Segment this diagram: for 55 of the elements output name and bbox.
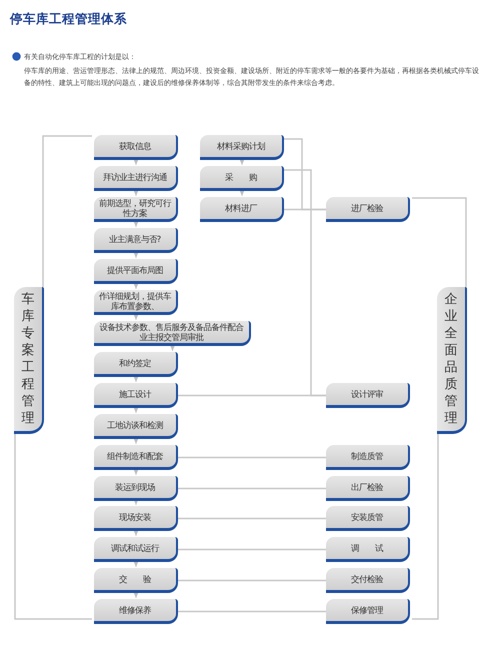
process-box: 获取信息 <box>94 135 178 160</box>
process-box: 设备技术参数、售后服务及备品备件配合业主报交管局审批 <box>94 321 251 346</box>
process-box: 作详细规划，提供车库布置参数、 <box>94 290 178 315</box>
process-box: 组件制造和配套 <box>94 445 178 470</box>
process-box: 业主满意与否? <box>94 228 178 253</box>
arrow <box>170 344 176 352</box>
process-box: 交 验 <box>94 568 178 593</box>
process-box: 保修管理 <box>326 599 410 624</box>
process-box: 安装质管 <box>326 506 410 531</box>
side-tab: 企业全面品质管理 <box>437 287 467 434</box>
connector-line <box>178 394 326 396</box>
arrow <box>239 189 245 196</box>
process-box: 工地访谈和检测 <box>94 414 178 439</box>
process-box: 交付检验 <box>326 568 410 593</box>
process-box: 进厂检验 <box>326 197 410 222</box>
process-box: 采 购 <box>200 166 284 191</box>
side-tab: 车库专案工程管理 <box>14 287 44 434</box>
process-box: 调 试 <box>326 537 410 562</box>
title: 停车库工程管理体系 <box>10 11 127 28</box>
process-box: 装运到现场 <box>94 476 178 501</box>
arrow <box>133 406 139 414</box>
process-box: 设计评审 <box>326 383 410 408</box>
arrow <box>133 158 139 166</box>
process-box: 调试和试运行 <box>94 537 178 562</box>
process-box: 施工设计 <box>94 383 178 408</box>
arrow <box>133 313 139 320</box>
arrow <box>133 498 139 506</box>
arrow <box>133 189 139 196</box>
arrow <box>133 437 139 444</box>
connector-line <box>178 456 326 458</box>
arrow <box>133 251 139 258</box>
process-box: 维修保养 <box>94 599 178 624</box>
connector-line <box>178 548 326 550</box>
connector-line <box>178 488 326 490</box>
process-box: 提供平面布局图 <box>94 259 178 284</box>
connector-line <box>178 580 326 582</box>
arrow <box>133 591 139 598</box>
arrow <box>239 158 245 166</box>
process-box: 拜访业主进行沟通 <box>94 166 178 191</box>
arrow <box>133 220 139 228</box>
process-box: 材料进厂 <box>200 197 284 222</box>
process-box: 材料采购计划 <box>200 135 284 160</box>
connector-line <box>178 610 326 612</box>
process-box: 制造质管 <box>326 445 410 470</box>
process-box: 和约签定 <box>94 352 178 377</box>
connector-line <box>284 208 326 210</box>
arrow <box>133 375 139 382</box>
arrow <box>133 468 139 476</box>
connector-line <box>178 518 326 520</box>
process-box: 前期选型，研究可行性方案 <box>94 197 178 222</box>
arrow <box>133 282 139 290</box>
arrow <box>133 560 139 568</box>
arrow <box>133 529 139 536</box>
process-box: 现场安装 <box>94 506 178 531</box>
process-box: 出厂检验 <box>326 476 410 501</box>
